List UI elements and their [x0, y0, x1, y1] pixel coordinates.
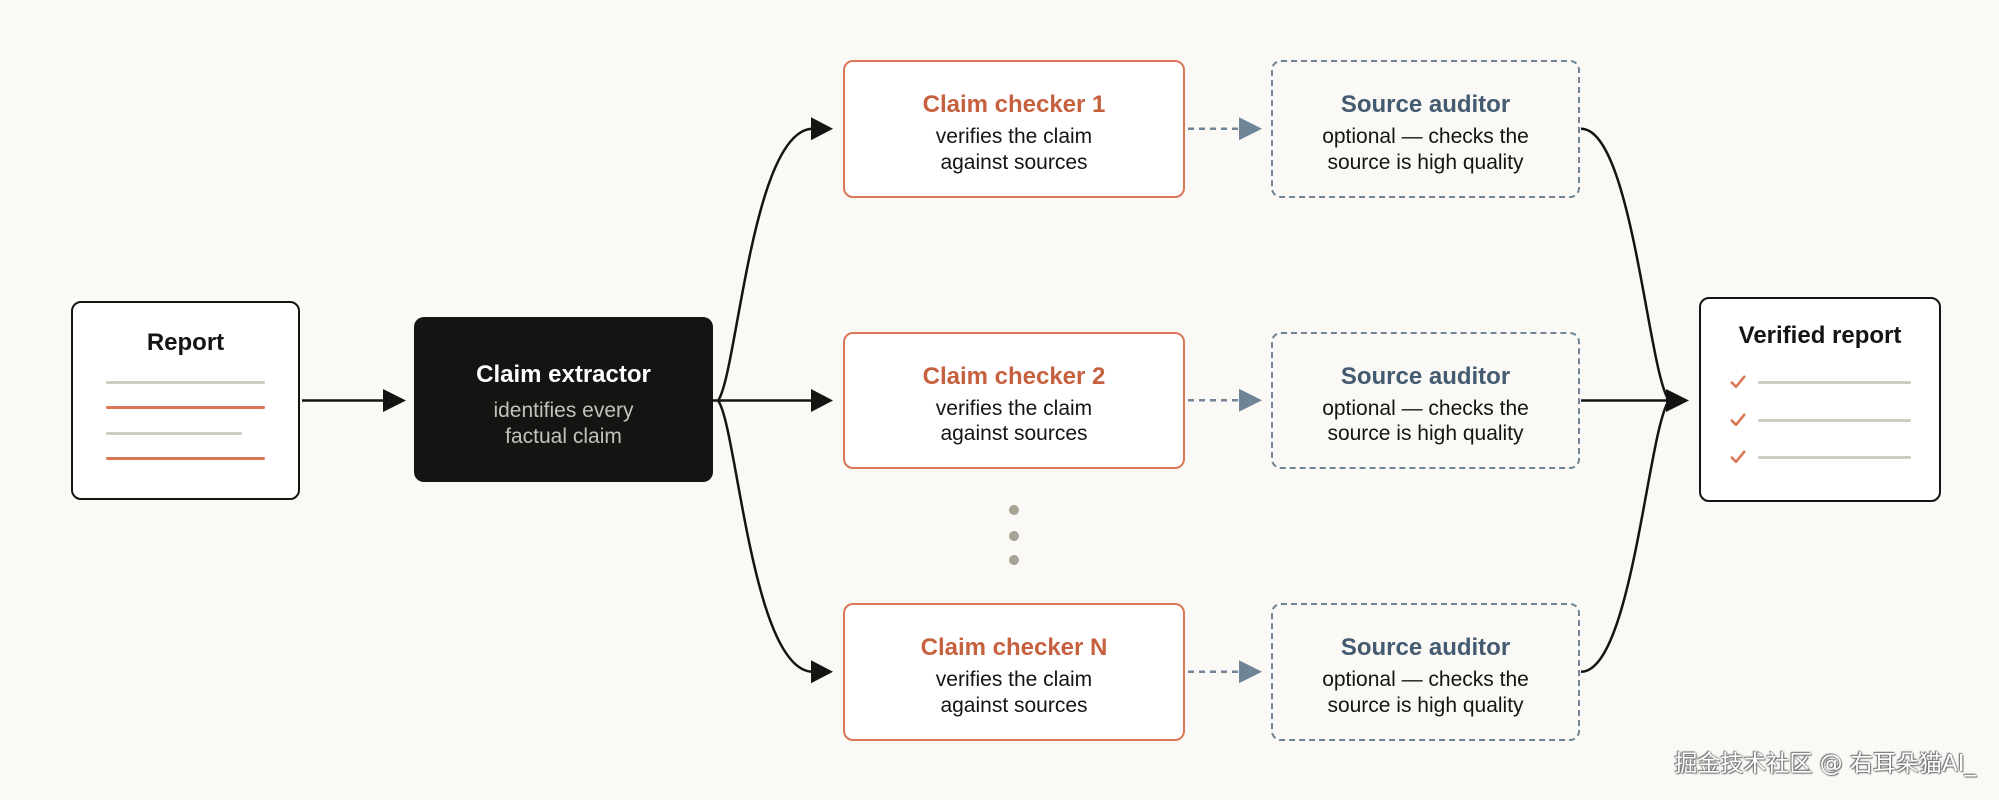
source-auditor-node: Source auditor optional — checks the sou…: [1271, 60, 1580, 198]
auditors-to-verified-arrow: [1580, 127, 1689, 673]
claim-checker-title: Claim checker N: [920, 634, 1108, 662]
extractor-to-checker-1-arrow: [716, 117, 833, 402]
arrowhead-icon: [1239, 660, 1262, 684]
source-auditor-title: Source auditor: [1340, 362, 1511, 390]
report-title: Report: [146, 328, 225, 356]
arrowhead-icon: [811, 117, 833, 141]
check-icon: [1730, 450, 1746, 464]
ellipsis-dot: [1008, 555, 1019, 565]
report-text-line: [105, 431, 242, 435]
source-auditor-title: Source auditor: [1340, 634, 1511, 662]
claim-checker-node: Claim checker N verifies the claim again…: [843, 603, 1185, 741]
report-to-extractor-arrow: [302, 389, 406, 412]
check-icon: [1730, 413, 1746, 427]
arrowhead-icon: [383, 389, 406, 412]
checker-2-to-auditor-2-arrow: [1188, 388, 1262, 412]
claim-extractor-title: Claim extractor: [476, 361, 651, 388]
connector-curve: [1580, 399, 1671, 673]
verified-report-title: Verified report: [1738, 322, 1902, 350]
arrowhead-icon: [1239, 388, 1262, 412]
source-auditor-description-line: optional — checks the: [1322, 668, 1529, 692]
claim-checker-description-line: verifies the claim: [935, 668, 1093, 692]
arrowhead-icon: [1666, 389, 1689, 412]
source-auditor-description-line: source is high quality: [1327, 150, 1524, 174]
report-text-line: [105, 406, 265, 409]
verified-report-node: Verified report: [1699, 297, 1941, 502]
connector-curve: [716, 399, 814, 673]
report-text-line: [105, 380, 265, 384]
claim-checker-title: Claim checker 2: [922, 362, 1106, 390]
watermark: 掘金技术社区 @ 右耳朵猫AI_: [1674, 751, 1976, 777]
claim-checker-title: Claim checker 1: [922, 91, 1106, 119]
source-auditor-description-line: optional — checks the: [1322, 396, 1529, 420]
claim-checker-description-line: against sources: [940, 150, 1088, 174]
checker-n-to-auditor-n-arrow: [1188, 660, 1262, 684]
source-auditor-description-line: optional — checks the: [1322, 125, 1529, 149]
source-auditor-node: Source auditor optional — checks the sou…: [1271, 603, 1580, 741]
report-text-line: [105, 457, 265, 460]
extractor-to-checker-2-arrow: [712, 389, 833, 412]
claim-checker-node: Claim checker 1 verifies the claim again…: [843, 60, 1185, 198]
claim-checker-description-line: against sources: [940, 693, 1088, 717]
source-auditor-title: Source auditor: [1340, 91, 1511, 119]
extractor-to-checker-n-arrow: [716, 399, 833, 684]
arrowhead-icon: [811, 660, 833, 684]
claim-extractor-node: Claim extractor identifies every factual…: [414, 317, 713, 482]
checker-1-to-auditor-1-arrow: [1188, 117, 1262, 141]
source-auditor-node: Source auditor optional — checks the sou…: [1271, 331, 1580, 469]
source-auditor-description-line: source is high quality: [1327, 693, 1524, 717]
arrowhead-icon: [811, 389, 833, 412]
claim-checker-node: Claim checker 2 verifies the claim again…: [843, 331, 1185, 469]
claim-extractor-description-line: factual claim: [505, 425, 622, 449]
connector-curve: [716, 127, 814, 402]
verified-text-line: [1758, 418, 1911, 422]
source-auditor-description-line: source is high quality: [1327, 422, 1524, 446]
report-node: Report: [71, 301, 300, 500]
verified-text-line: [1758, 380, 1911, 384]
claim-checker-description-line: verifies the claim: [935, 125, 1093, 149]
connector-curve: [1580, 127, 1671, 402]
arrowhead-icon: [1239, 117, 1262, 141]
ellipsis-dot: [1008, 530, 1019, 541]
ellipsis-dot: [1008, 505, 1019, 515]
claim-extractor-description-line: identifies every: [493, 398, 634, 422]
verified-text-line: [1758, 455, 1911, 459]
claim-checker-description-line: against sources: [940, 422, 1088, 446]
check-icon: [1730, 375, 1746, 389]
claim-checker-description-line: verifies the claim: [935, 396, 1093, 420]
vertical-ellipsis-icon: [1008, 505, 1019, 565]
